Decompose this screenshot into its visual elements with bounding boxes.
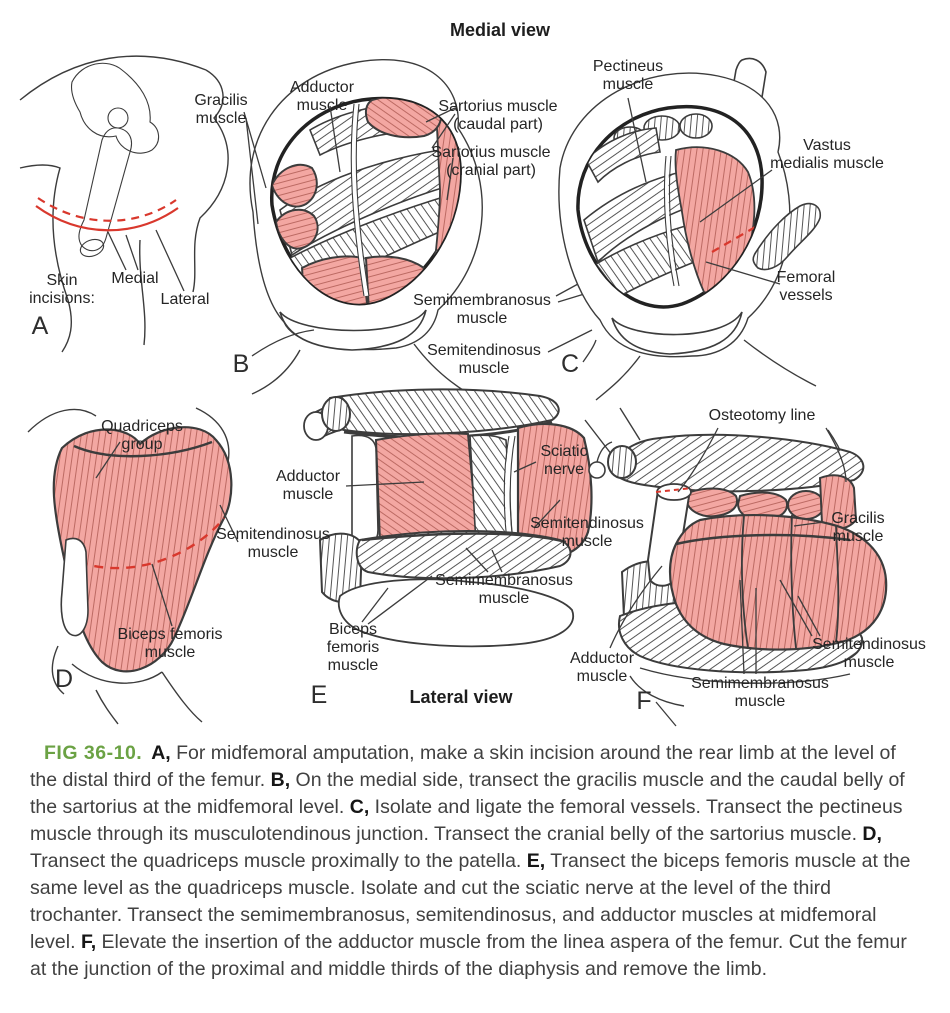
label-semimembranosus-b: Semimembranosus muscle bbox=[413, 292, 551, 327]
panel-d-drawing bbox=[27, 407, 239, 725]
figure-caption: FIG 36-10. A, For midfemoral amputation, … bbox=[30, 740, 918, 983]
label-pectineus-muscle: Pectineus muscle bbox=[592, 58, 664, 93]
label-semitendinosus-d: Semitendinosus muscle bbox=[216, 526, 330, 561]
figure-number: FIG 36-10. bbox=[44, 742, 143, 764]
label-adductor-muscle-f: Adductor muscle bbox=[569, 650, 635, 685]
label-biceps-femoris-d: Biceps femoris muscle bbox=[117, 626, 223, 661]
label-adductor-muscle-e: Adductor muscle bbox=[275, 468, 341, 503]
label-medial-incision: Medial bbox=[111, 270, 159, 287]
label-gracilis-muscle-f: Gracilis muscle bbox=[831, 510, 885, 545]
label-semitendinosus-b: Semitendinosus muscle bbox=[427, 342, 541, 377]
caption-marker-e: E, bbox=[526, 850, 546, 872]
label-quadriceps-group: Quadriceps group bbox=[101, 418, 183, 453]
caption-text-e: Transect the biceps femoris muscle at th… bbox=[30, 850, 911, 953]
panel-letter-d: D bbox=[54, 665, 74, 693]
panel-letter-f: F bbox=[636, 687, 652, 715]
caption-marker-f: F, bbox=[80, 931, 97, 953]
panel-letter-b: B bbox=[232, 350, 250, 378]
caption-marker-d: D, bbox=[862, 823, 882, 845]
label-sartorius-caudal: Sartorius muscle (caudal part) bbox=[438, 98, 558, 133]
caption-text-d: Transect the quadriceps muscle proximall… bbox=[30, 850, 527, 872]
panel-letter-e: E bbox=[310, 681, 328, 709]
label-sciatic-nerve: Sciatic nerve bbox=[540, 443, 588, 478]
label-biceps-femoris-e: Biceps femoris muscle bbox=[326, 621, 380, 674]
panel-letter-c: C bbox=[560, 350, 580, 378]
panel-c-drawing bbox=[558, 57, 822, 401]
label-semimembranosus-e: Semimembranosus muscle bbox=[435, 572, 573, 607]
label-semitendinosus-f: Semitendinosus muscle bbox=[812, 636, 926, 671]
label-semitendinosus-e: Semitendinosus muscle bbox=[530, 515, 644, 550]
caption-marker-a: A, bbox=[151, 742, 171, 764]
caption-text-a: For midfemoral amputation, make a skin i… bbox=[30, 742, 896, 791]
label-sartorius-cranial: Sartorius muscle (cranial part) bbox=[431, 144, 551, 179]
caption-text-b: On the medial side, transect the gracili… bbox=[30, 769, 905, 818]
label-lateral-incision: Lateral bbox=[160, 291, 210, 308]
figure-illustration bbox=[19, 55, 888, 727]
panel-f-drawing bbox=[584, 407, 888, 727]
lateral-view-label: Lateral view bbox=[409, 687, 513, 707]
figure-illustration-area: Medial view Skin incisions: Medial Later… bbox=[19, 20, 926, 727]
panel-letter-a: A bbox=[31, 312, 49, 340]
caption-text-c: Isolate and ligate the femoral vessels. … bbox=[30, 796, 903, 845]
panel-a-drawing bbox=[19, 55, 229, 353]
label-semimembranosus-f: Semimembranosus muscle bbox=[691, 675, 829, 710]
label-femoral-vessels: Femoral vessels bbox=[776, 269, 836, 304]
medial-view-label: Medial view bbox=[449, 20, 551, 40]
label-adductor-muscle-b: Adductor muscle bbox=[289, 79, 355, 114]
caption-text-f: Elevate the insertion of the adductor mu… bbox=[30, 931, 907, 980]
label-skin-incisions: Skin incisions: bbox=[29, 272, 95, 307]
caption-marker-c: C, bbox=[349, 796, 370, 818]
panel-b-drawing bbox=[243, 59, 605, 395]
caption-marker-b: B, bbox=[270, 769, 291, 791]
label-vastus-medialis: Vastus medialis muscle bbox=[770, 137, 884, 172]
label-gracilis-muscle-b: Gracilis muscle bbox=[194, 92, 248, 127]
panel-e-drawing bbox=[303, 388, 593, 648]
label-osteotomy-line: Osteotomy line bbox=[708, 407, 816, 424]
